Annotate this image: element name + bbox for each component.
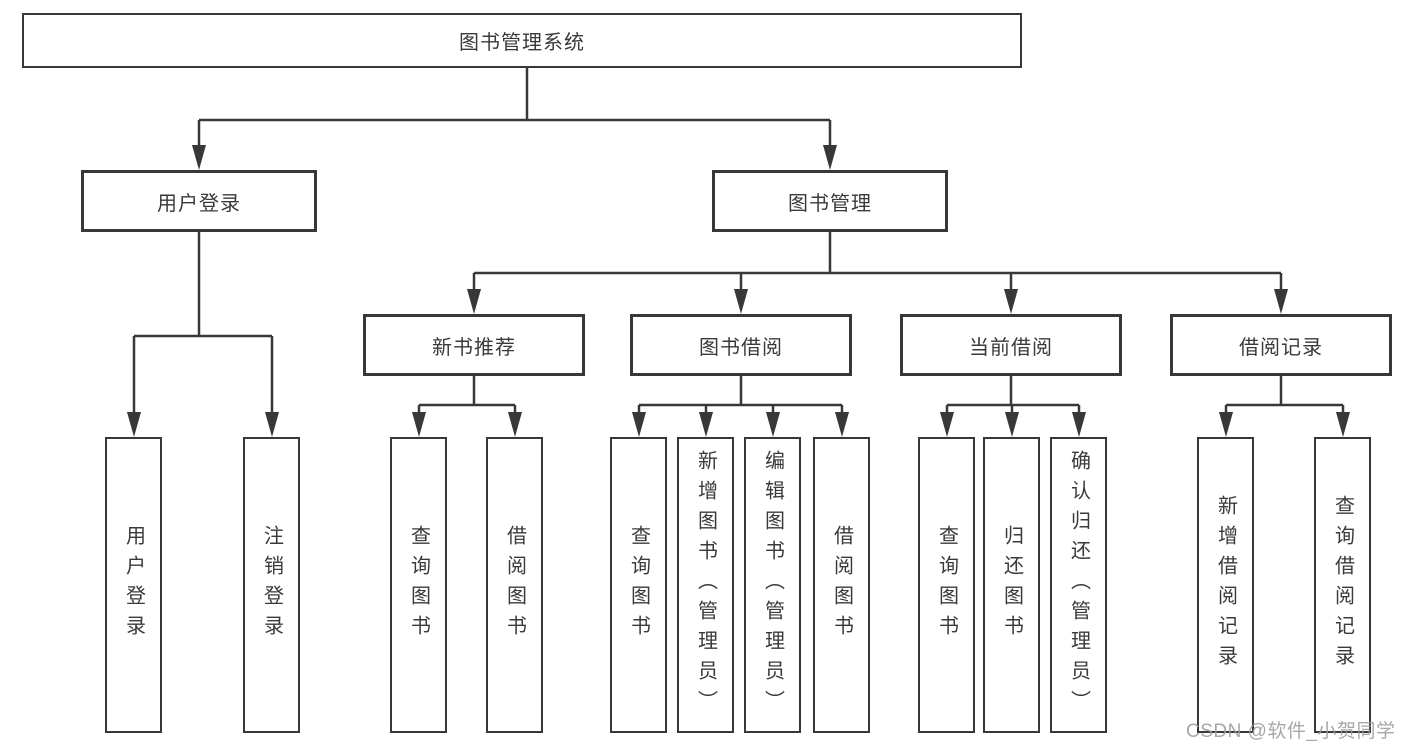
arrow-down-icon [699,412,713,437]
arrow-down-icon [940,412,954,437]
leaf-label: 借阅图书 [830,525,853,645]
arrow-down-icon [823,145,837,170]
arrow-down-icon [1005,412,1019,437]
csdn-watermark: CSDN @软件_小贺同学 [1186,721,1396,742]
leaf-label: 查询借阅记录 [1331,495,1354,675]
leaf-label: 借阅图书 [503,525,526,645]
leaf-borrow-books-recommend: 借阅图书 [486,437,543,733]
leaf-label: 确认归还（管理员） [1067,450,1090,720]
leaf-add-borrow-record: 新增借阅记录 [1197,437,1254,733]
leaf-query-books-borrowing: 查询图书 [610,437,667,733]
leaf-label: 新增图书（管理员） [694,450,717,720]
leaf-label: 查询图书 [935,525,958,645]
arrow-down-icon [632,412,646,437]
leaf-label: 新增借阅记录 [1214,495,1237,675]
arrow-down-icon [265,412,279,437]
leaf-label: 归还图书 [1000,525,1023,645]
arrow-down-icon [1336,412,1350,437]
leaf-add-books-admin: 新增图书（管理员） [677,437,734,733]
arrow-down-icon [192,145,206,170]
arrow-down-icon [508,412,522,437]
arrow-down-icon [467,289,481,314]
arrow-down-icon [1004,289,1018,314]
leaf-return-books: 归还图书 [983,437,1040,733]
arrow-down-icon [412,412,426,437]
leaf-label: 查询图书 [627,525,650,645]
arrow-down-icon [835,412,849,437]
leaf-edit-books-admin: 编辑图书（管理员） [744,437,801,733]
node-new-book-recommend: 新书推荐 [363,314,585,376]
leaf-borrow-books-borrowing: 借阅图书 [813,437,870,733]
leaf-query-borrow-record: 查询借阅记录 [1314,437,1371,733]
node-current-borrowing: 当前借阅 [900,314,1122,376]
leaf-confirm-return-admin: 确认归还（管理员） [1050,437,1107,733]
node-user-login: 用户登录 [81,170,317,232]
leaf-query-books-current: 查询图书 [918,437,975,733]
arrowhead-icons [127,145,1350,437]
node-system-root: 图书管理系统 [22,13,1022,68]
leaf-label: 编辑图书（管理员） [761,450,784,720]
arrow-down-icon [766,412,780,437]
leaf-label: 查询图书 [407,525,430,645]
node-borrowing-records: 借阅记录 [1170,314,1392,376]
leaf-label: 用户登录 [122,525,145,645]
arrow-down-icon [127,412,141,437]
arrow-down-icon [1274,289,1288,314]
elbow-connectors [132,68,1345,415]
arrow-down-icon [734,289,748,314]
arrow-down-icon [1072,412,1086,437]
leaf-user-login: 用户登录 [105,437,162,733]
arrow-down-icon [1219,412,1233,437]
leaf-label: 注销登录 [260,525,283,645]
node-book-borrowing: 图书借阅 [630,314,852,376]
leaf-logout: 注销登录 [243,437,300,733]
leaf-query-books-recommend: 查询图书 [390,437,447,733]
node-book-management: 图书管理 [712,170,948,232]
